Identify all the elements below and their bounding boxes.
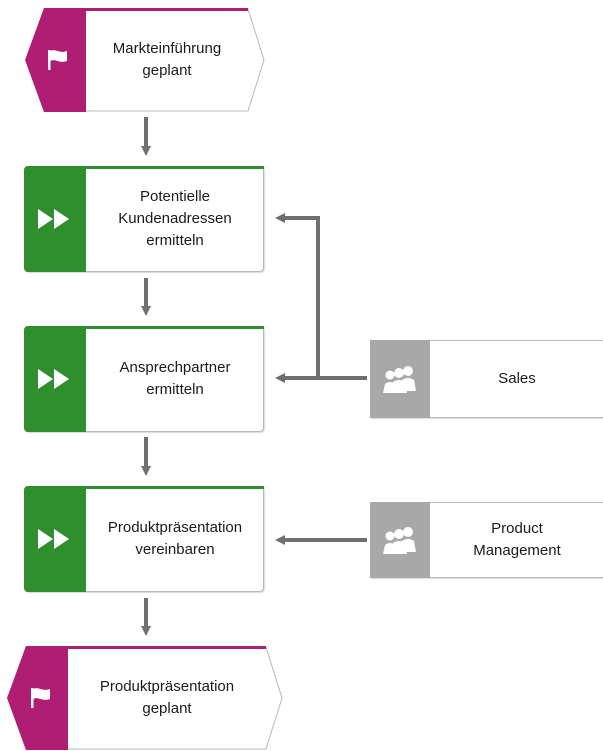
function-potentielle-kundenadressen[interactable]: Potentielle Kundenadressen ermitteln: [24, 166, 264, 272]
function-label: Produktpräsentation vereinbaren: [107, 519, 243, 558]
role-label: Sales: [498, 370, 536, 387]
function-label: Potentielle Kundenadressen ermitteln: [118, 188, 232, 249]
function-produktpraesentation-vereinbaren[interactable]: Produktpräsentation vereinbaren: [24, 486, 264, 592]
role-product-management[interactable]: Product Management: [370, 502, 603, 578]
group-icon: [381, 525, 419, 560]
event-label: Markteinführung geplant: [112, 40, 222, 79]
event-shape: [7, 646, 283, 750]
event-end[interactable]: Produktpräsentation geplant: [6, 646, 284, 750]
fast-forward-icon: [38, 369, 72, 394]
event-start[interactable]: Markteinführung geplant: [24, 8, 266, 112]
fast-forward-icon: [38, 209, 72, 234]
flag-icon: [28, 686, 54, 715]
fast-forward-icon: [38, 529, 72, 554]
function-label: Ansprechpartner ermitteln: [119, 359, 231, 398]
event-label: Produktpräsentation geplant: [99, 678, 235, 717]
group-icon: [381, 364, 419, 399]
role-link-arrow: [275, 213, 320, 378]
role-label: Product Management: [473, 520, 561, 559]
function-ansprechpartner[interactable]: Ansprechpartner ermitteln: [24, 326, 264, 432]
role-sales[interactable]: Sales: [370, 340, 603, 418]
flag-icon: [45, 48, 71, 77]
